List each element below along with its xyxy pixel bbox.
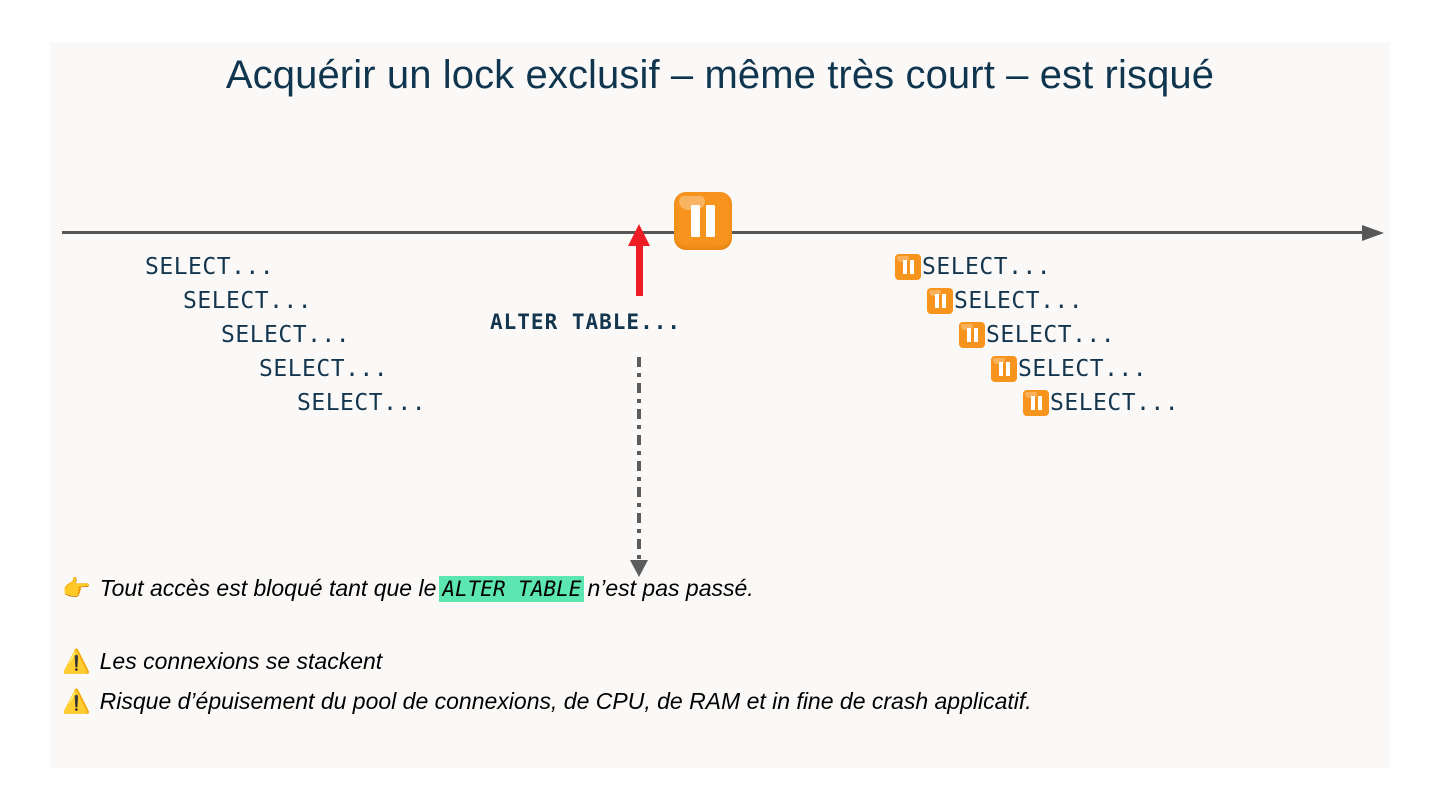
queries-running-before-lock: SELECT... SELECT... SELECT... SELECT... … xyxy=(145,250,426,420)
dash-dot-connector-line xyxy=(637,357,641,562)
query-text: SELECT... xyxy=(1018,356,1148,382)
list-item: SELECT... xyxy=(895,352,1179,386)
list-item: SELECT... xyxy=(895,386,1179,420)
pause-icon xyxy=(959,322,985,348)
alter-table-highlight: ALTER TABLE xyxy=(439,575,585,602)
note-connections-stack: ⚠️ Les connexions se stackent xyxy=(62,648,382,675)
timeline-arrowhead-icon xyxy=(1362,225,1384,241)
list-item: SELECT... xyxy=(895,250,1179,284)
warning-triangle-icon: ⚠️ xyxy=(62,689,91,715)
note-text-after: n’est pas passé. xyxy=(587,575,754,601)
dash-connector-arrowhead-icon xyxy=(630,560,648,577)
pause-bar-left xyxy=(691,205,700,237)
list-item: SELECT... xyxy=(895,318,1179,352)
query-text: SELECT... xyxy=(922,254,1052,280)
query-text: SELECT... xyxy=(183,288,313,314)
note-text: Risque d’épuisement du pool de connexion… xyxy=(99,688,1032,714)
page-title: Acquérir un lock exclusif – même très co… xyxy=(225,53,1215,97)
arrow-head xyxy=(628,224,650,246)
note-text: Les connexions se stackent xyxy=(99,648,383,674)
query-text: SELECT... xyxy=(986,322,1116,348)
pause-icon-large xyxy=(674,192,732,250)
pause-bar-right xyxy=(706,205,715,237)
slide-canvas: Acquérir un lock exclusif – même très co… xyxy=(50,42,1390,768)
query-text: SELECT... xyxy=(297,390,427,416)
list-item: SELECT... xyxy=(145,386,426,420)
list-item: SELECT... xyxy=(145,352,426,386)
pointing-finger-icon: 👉 xyxy=(62,576,91,602)
note-blocked-access: 👉 Tout accès est bloqué tant que le ALTE… xyxy=(62,575,754,602)
warning-triangle-icon: ⚠️ xyxy=(62,649,91,675)
note-resource-exhaustion: ⚠️ Risque d’épuisement du pool de connex… xyxy=(62,688,1032,715)
query-text: SELECT... xyxy=(221,322,351,348)
query-text: SELECT... xyxy=(145,254,275,280)
query-text: SELECT... xyxy=(1050,390,1180,416)
list-item: SELECT... xyxy=(145,250,426,284)
list-item: SELECT... xyxy=(895,284,1179,318)
note-text-before: Tout accès est bloqué tant que le xyxy=(99,575,437,601)
alter-table-marker-arrow-icon xyxy=(628,224,652,296)
arrow-shaft xyxy=(636,242,643,296)
pause-icon xyxy=(1023,390,1049,416)
list-item: SELECT... xyxy=(145,284,426,318)
pause-icon xyxy=(927,288,953,314)
queries-blocked-after-lock: SELECT... SELECT... SELECT... SELECT... … xyxy=(895,250,1179,420)
pause-icon xyxy=(895,254,921,280)
alter-table-label: ALTER TABLE... xyxy=(490,310,682,334)
query-text: SELECT... xyxy=(954,288,1084,314)
query-text: SELECT... xyxy=(259,356,389,382)
pause-icon xyxy=(991,356,1017,382)
list-item: SELECT... xyxy=(145,318,426,352)
